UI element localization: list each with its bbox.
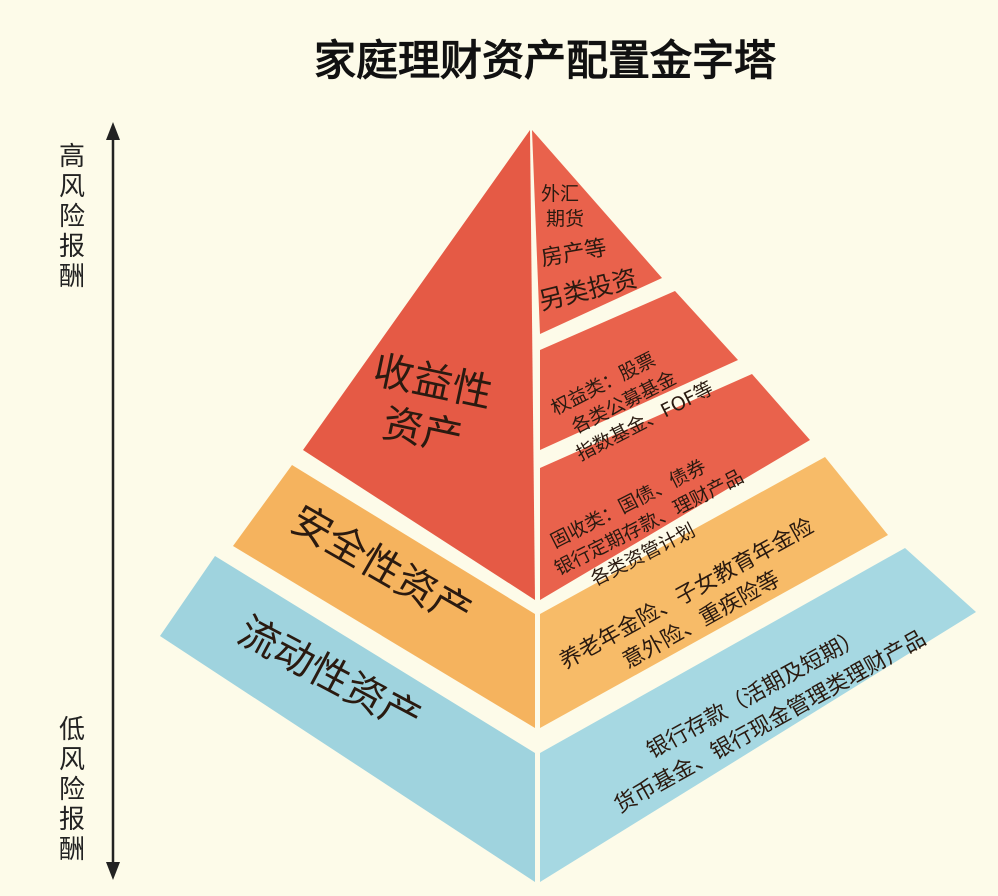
low-risk-char: 酬	[59, 835, 85, 865]
high-risk-char: 高	[59, 142, 85, 172]
arrow-down-icon	[106, 862, 120, 880]
high-risk-char: 风	[59, 172, 85, 202]
high-risk-char: 报	[59, 232, 85, 262]
low-risk-char: 险	[59, 775, 85, 805]
alt-line: 期货	[546, 208, 584, 230]
low-risk-char: 报	[59, 805, 85, 835]
income-fixed-face	[540, 374, 810, 600]
income-left-face	[303, 130, 535, 600]
liquidity-tier: 流动性资产 银行存款（活期及短期） 货币基金、银行现金管理类理财产品	[160, 548, 976, 882]
arrow-up-icon	[106, 122, 120, 140]
liquidity-right-face	[540, 548, 976, 882]
safety-right-face	[540, 457, 888, 728]
income-alt-face	[532, 130, 662, 334]
low-risk-label: 低 风 险 报 酬	[59, 715, 85, 865]
alt-line: 外汇	[541, 183, 579, 205]
diagram-title: 家庭理财资产配置金字塔	[314, 36, 777, 85]
low-risk-char: 低	[59, 715, 85, 745]
low-risk-char: 风	[59, 745, 85, 775]
income-equity-face	[540, 291, 738, 450]
high-risk-label: 高 风 险 报 酬	[59, 142, 85, 292]
liquidity-left-face	[160, 556, 535, 882]
high-risk-char: 险	[59, 202, 85, 232]
high-risk-char: 酬	[59, 262, 85, 292]
risk-axis: 高 风 险 报 酬 低 风 险 报 酬	[59, 122, 120, 880]
safety-left-face	[233, 465, 535, 728]
